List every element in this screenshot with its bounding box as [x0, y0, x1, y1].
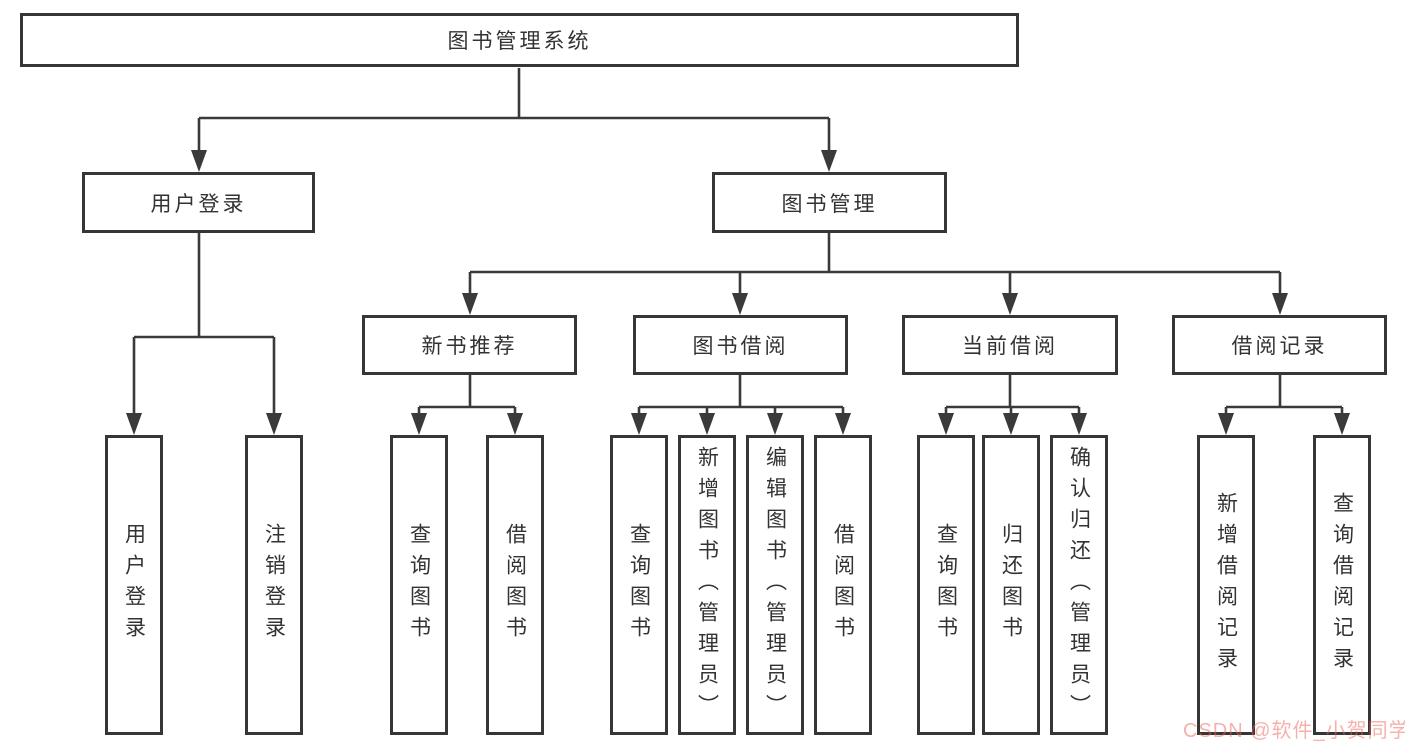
node-book-borrowing-label: 图书借阅: [692, 335, 789, 358]
node-add-borrow-record: 新增借阅记录: [1197, 435, 1255, 735]
node-borrow-books-2: 借阅图书: [814, 435, 872, 735]
node-borrow-books-2-label: 借阅图书: [831, 523, 855, 647]
node-edit-books-admin-label: 编辑图书（管理员）: [763, 445, 787, 725]
node-new-book-recommend-label: 新书推荐: [421, 335, 518, 358]
node-add-books-admin: 新增图书（管理员）: [678, 435, 736, 735]
node-book-management-label: 图书管理: [781, 192, 878, 216]
node-query-borrow-record-label: 查询借阅记录: [1330, 492, 1354, 678]
node-borrowing-records-label: 借阅记录: [1231, 335, 1328, 358]
node-book-borrowing: 图书借阅: [633, 315, 848, 375]
node-user-login-leaf-label: 用户登录: [122, 523, 146, 647]
node-confirm-return-admin-label: 确认归还（管理员）: [1067, 445, 1091, 725]
connector-current-borrow-to-leaves: [944, 375, 1081, 416]
node-user-login-leaf: 用户登录: [105, 435, 163, 735]
node-borrow-books-1: 借阅图书: [486, 435, 544, 735]
node-add-books-admin-label: 新增图书（管理员）: [695, 445, 719, 725]
node-return-books: 归还图书: [982, 435, 1040, 735]
connector-book-mgmt-to-level3: [468, 233, 1282, 296]
node-library-system: 图书管理系统: [20, 13, 1019, 67]
node-query-books-2: 查询图书: [610, 435, 668, 735]
node-query-borrow-record: 查询借阅记录: [1313, 435, 1371, 735]
node-add-borrow-record-label: 新增借阅记录: [1214, 492, 1238, 678]
connector-user-login-to-leaves: [132, 233, 276, 416]
connector-borrow-records-to-leaves: [1224, 375, 1344, 416]
connector-root-to-level2: [197, 68, 831, 153]
node-borrow-books-1-label: 借阅图书: [503, 523, 527, 647]
node-book-management: 图书管理: [712, 172, 947, 233]
node-logout-label: 注销登录: [262, 523, 286, 647]
node-user-login-label: 用户登录: [150, 192, 247, 216]
node-query-books-3: 查询图书: [917, 435, 975, 735]
node-query-books-3-label: 查询图书: [934, 523, 958, 647]
node-edit-books-admin: 编辑图书（管理员）: [746, 435, 804, 735]
node-confirm-return-admin: 确认归还（管理员）: [1050, 435, 1108, 735]
node-borrowing-records: 借阅记录: [1172, 315, 1387, 375]
node-user-login: 用户登录: [82, 172, 315, 233]
node-query-books-1-label: 查询图书: [407, 523, 431, 647]
connector-new-book-to-leaves: [417, 375, 517, 416]
node-query-books-2-label: 查询图书: [627, 523, 651, 647]
node-return-books-label: 归还图书: [999, 523, 1023, 647]
arrowheads: [126, 150, 1350, 435]
node-library-system-label: 图书管理系统: [447, 30, 592, 53]
connector-book-borrow-to-leaves: [637, 375, 845, 416]
node-logout: 注销登录: [245, 435, 303, 735]
csdn-watermark: CSDN @软件_小贺同学: [1183, 720, 1405, 742]
node-current-borrowing-label: 当前借阅: [962, 335, 1058, 358]
node-current-borrowing: 当前借阅: [902, 315, 1118, 375]
node-query-books-1: 查询图书: [390, 435, 448, 735]
node-new-book-recommend: 新书推荐: [362, 315, 577, 375]
